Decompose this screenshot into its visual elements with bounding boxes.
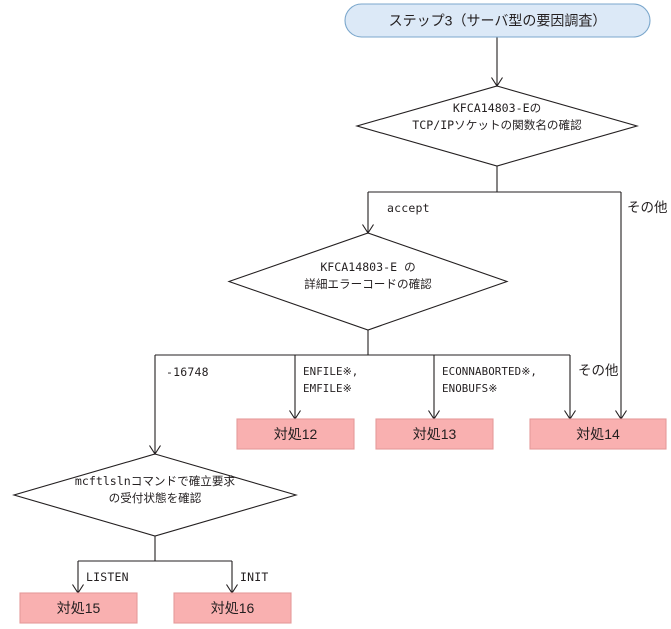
node-action12[interactable]: 対処12 <box>236 418 355 450</box>
decision2-shape <box>227 232 509 331</box>
node-decision2[interactable]: KFCA14803-E の 詳細エラーコードの確認 <box>227 232 509 331</box>
edge-label-listen: LISTEN <box>86 570 129 584</box>
start-box-shape <box>344 3 651 38</box>
edge-label-16748: -16748 <box>166 365 209 379</box>
decision2-label-line1: KFCA14803-E の <box>320 260 415 274</box>
node-action16[interactable]: 対処16 <box>173 592 292 624</box>
edge-label-enfile-line2: EMFILE※ <box>303 382 352 395</box>
connectors <box>72 37 627 595</box>
action13-shape <box>375 418 494 450</box>
action16-shape <box>173 592 292 624</box>
decision3-label-line1: mcftlslnコマンドで確立要求 <box>75 474 236 488</box>
node-action13[interactable]: 対処13 <box>375 418 494 450</box>
decision1-label-line2: TCP/IPソケットの関数名の確認 <box>412 118 582 132</box>
action14-shape <box>529 418 667 450</box>
edge-label-other-mid: その他 <box>578 363 619 378</box>
decision2-label-line2: 詳細エラーコードの確認 <box>304 277 432 291</box>
node-decision1[interactable]: KFCA14803-Eの TCP/IPソケットの関数名の確認 <box>354 85 640 167</box>
action13-label: 対処13 <box>413 426 457 442</box>
action15-shape <box>19 592 138 624</box>
edge-label-accept: accept <box>387 201 430 215</box>
action12-shape <box>236 418 355 450</box>
edge-label-econn-line1: ECONNABORTED※, <box>442 365 537 378</box>
edge-label-enfile-line1: ENFILE※, <box>303 365 358 378</box>
edge-label-econn-line2: ENOBUFS※ <box>442 382 497 395</box>
decision3-label-line2: の受付状態を確認 <box>109 491 202 505</box>
edge-label-other-top: その他 <box>627 200 668 215</box>
decision3-shape <box>12 453 298 537</box>
node-action14[interactable]: 対処14 <box>529 418 667 450</box>
action15-label: 対処15 <box>57 600 101 616</box>
action16-label: 対処16 <box>211 600 255 616</box>
decision1-shape <box>354 85 640 167</box>
action14-label: 対処14 <box>576 426 620 442</box>
start-box-label: ステップ3（サーバ型の要因調査） <box>389 13 607 29</box>
decision1-label-line1: KFCA14803-Eの <box>453 101 541 115</box>
node-start[interactable]: ステップ3（サーバ型の要因調査） <box>344 3 651 38</box>
action12-label: 対処12 <box>274 426 318 442</box>
node-decision3[interactable]: mcftlslnコマンドで確立要求 の受付状態を確認 <box>12 453 298 537</box>
node-action15[interactable]: 対処15 <box>19 592 138 624</box>
edge-label-init: INIT <box>240 570 269 584</box>
